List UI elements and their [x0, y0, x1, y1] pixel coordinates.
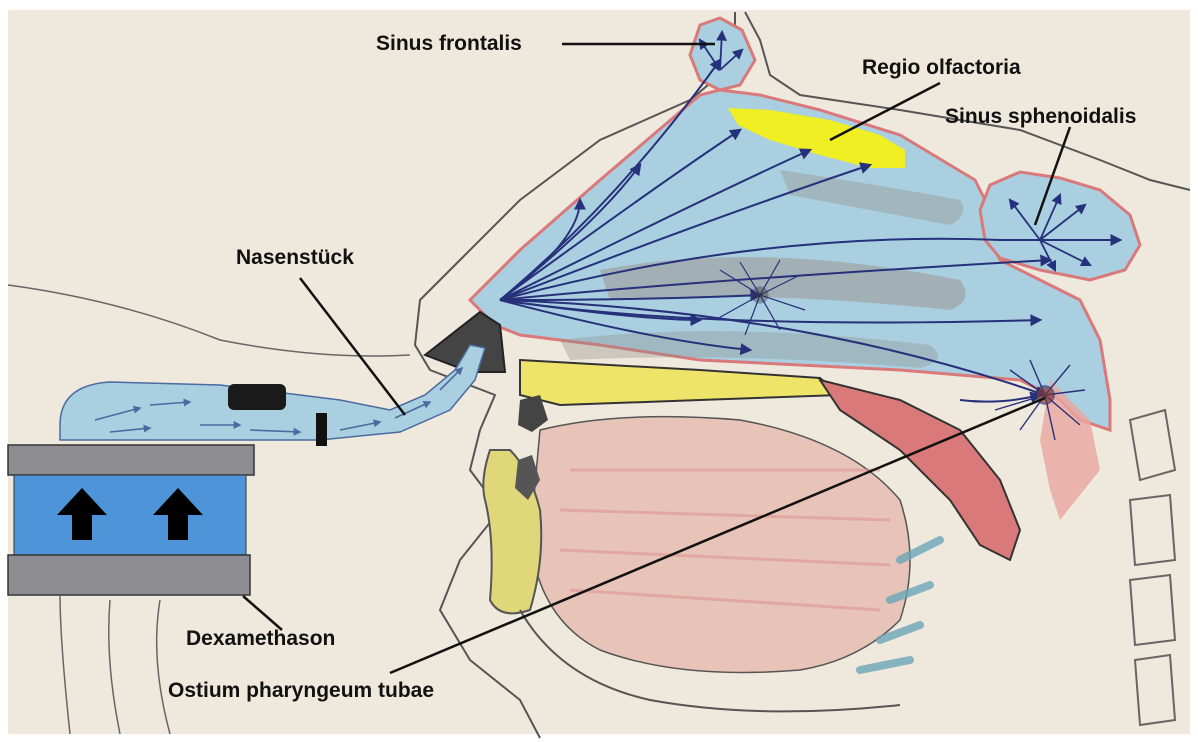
label-nasenstueck: Nasenstück — [236, 247, 354, 268]
label-sinus-frontalis: Sinus frontalis — [376, 33, 522, 54]
tube-connector — [316, 413, 327, 446]
label-ostium-pharyngeum-tubae: Ostium pharyngeum tubae — [168, 680, 434, 701]
label-dexamethason: Dexamethason — [186, 628, 335, 649]
device-blue-reservoir — [14, 475, 246, 555]
label-regio-olfactoria: Regio olfactoria — [862, 57, 1021, 78]
tube-clamp-dark — [228, 384, 286, 410]
device-bottom-plate — [8, 555, 250, 595]
label-sinus-sphenoidalis: Sinus sphenoidalis — [945, 106, 1136, 127]
device-top-plate — [8, 445, 254, 475]
